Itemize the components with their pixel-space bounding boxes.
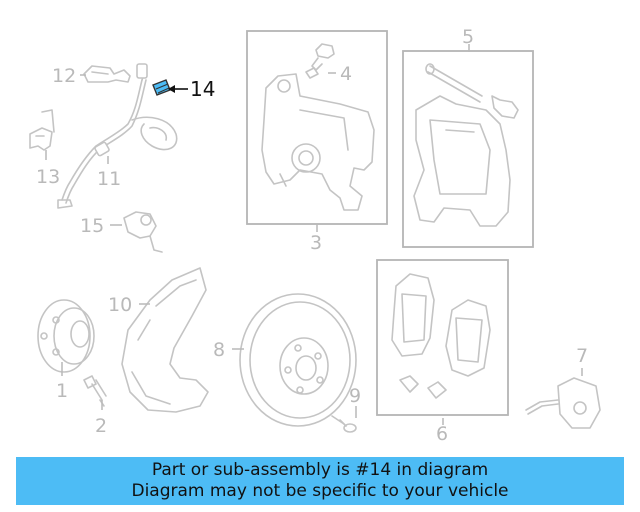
label-11[interactable]: 11 xyxy=(97,168,121,190)
label-7[interactable]: 7 xyxy=(576,345,588,367)
part-3-caliper[interactable] xyxy=(261,73,375,211)
label-8[interactable]: 8 xyxy=(213,339,225,361)
label-13[interactable]: 13 xyxy=(36,166,60,188)
label-15[interactable]: 15 xyxy=(80,215,104,237)
label-1[interactable]: 1 xyxy=(56,380,68,402)
part-5-group-box xyxy=(402,50,534,248)
label-2[interactable]: 2 xyxy=(95,415,107,437)
part-10-dust-shield[interactable] xyxy=(121,267,209,413)
part-15-sensor[interactable] xyxy=(123,211,163,253)
label-6[interactable]: 6 xyxy=(436,423,448,445)
label-3[interactable]: 3 xyxy=(310,232,322,254)
part-9-screw[interactable] xyxy=(331,415,357,433)
part-6-group-box xyxy=(376,259,509,416)
part-2-bolt[interactable] xyxy=(83,375,107,407)
part-12-hose-bracket[interactable] xyxy=(83,65,131,83)
part-8-brake-rotor[interactable] xyxy=(239,293,357,427)
part-1-wheel-hub[interactable] xyxy=(37,299,95,373)
label-14[interactable]: 14 xyxy=(190,77,215,101)
label-4[interactable]: 4 xyxy=(340,63,352,85)
part-14-clip[interactable] xyxy=(152,79,171,96)
part-13-bracket[interactable] xyxy=(29,109,55,151)
leader-14-arrowhead xyxy=(168,85,175,93)
part-6-brake-pads[interactable] xyxy=(391,273,491,399)
label-10[interactable]: 10 xyxy=(108,294,132,316)
banner-line-2: Diagram may not be specific to your vehi… xyxy=(131,481,509,501)
part-7-wear-sensor[interactable] xyxy=(525,377,601,429)
label-9[interactable]: 9 xyxy=(349,385,361,407)
banner-line-1: Part or sub-assembly is #14 in diagram xyxy=(151,460,489,480)
label-12[interactable]: 12 xyxy=(52,65,76,87)
part-5-carrier[interactable] xyxy=(413,63,519,227)
part-4-bleeder[interactable] xyxy=(305,43,335,79)
info-banner: Part or sub-assembly is #14 in diagram D… xyxy=(16,457,624,505)
label-5[interactable]: 5 xyxy=(462,26,474,48)
part-11-brake-hose[interactable] xyxy=(57,63,178,209)
